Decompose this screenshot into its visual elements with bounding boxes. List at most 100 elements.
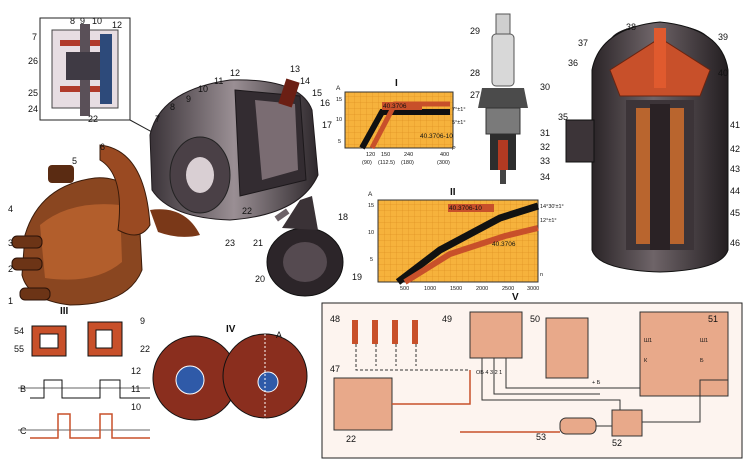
distributor-cross-section-inset — [39, 17, 186, 151]
graph-I-ytick: 10 — [336, 117, 342, 123]
graph-I-xtick-paren: (180) — [401, 160, 414, 166]
angle-label-A: A — [276, 330, 282, 340]
graph-I-xtick: 150 — [381, 152, 390, 158]
graph-II-series-1: 40.3706-10 — [449, 205, 482, 212]
graph-II-xtick: 2500 — [502, 286, 514, 292]
callout: 22 — [242, 206, 252, 216]
callout: 33 — [540, 156, 550, 166]
graph-I-tol-1: 7°±1° — [452, 107, 466, 113]
graph-II-y-letter: A — [368, 191, 373, 198]
graph-II-ytick: 5 — [370, 257, 373, 263]
advance-graph-II: 40.3706-10 40.3706 14°30'±1° 12°±1° A 15… — [368, 191, 564, 292]
callout: 15 — [312, 88, 322, 98]
callout: 44 — [730, 186, 740, 196]
callout: 22 — [346, 434, 356, 444]
vacuum-advance-unit — [266, 196, 344, 297]
callout: 22 — [140, 344, 150, 354]
graph-I-ytick: 5 — [338, 139, 341, 145]
regulator-terminal-sh2: Ш1 — [700, 338, 708, 344]
callout: 10 — [198, 84, 208, 94]
callout: 51 — [708, 314, 718, 324]
graph-I-series-1: 40.3706 — [383, 103, 407, 110]
callout: 20 — [255, 274, 265, 284]
wave-label-C: C — [20, 426, 27, 436]
callout: 28 — [470, 68, 480, 78]
callout: 55 — [14, 344, 24, 354]
section-I: I — [395, 78, 398, 89]
callout: 14 — [300, 76, 310, 86]
callout: 49 — [442, 314, 452, 324]
graph-I-xtick: 120 — [366, 152, 375, 158]
graph-II-xtick: 2000 — [476, 286, 488, 292]
callout: 2 — [8, 264, 13, 274]
callout: 39 — [718, 32, 728, 42]
callout: 12 — [131, 366, 141, 376]
graph-II-series-2: 40.3706 — [492, 241, 516, 248]
callout: 35 — [558, 112, 568, 122]
callout: 36 — [568, 58, 578, 68]
callout: 54 — [14, 326, 24, 336]
distributor-cap — [11, 144, 200, 306]
wiring-schematic-V: V ОБ 4 3 2 1 + Б Ш1 Ш1 К Б — [321, 292, 743, 459]
callout: 3 — [8, 238, 13, 248]
module-terminals: ОБ 4 3 2 1 — [476, 370, 502, 376]
graph-II-xtick: 500 — [400, 286, 409, 292]
callout: 41 — [730, 120, 740, 130]
callout: 48 — [330, 314, 340, 324]
callout: 40 — [718, 68, 728, 78]
distributor-assembly — [149, 78, 319, 221]
callout: 9 — [186, 94, 191, 104]
callout: 24 — [28, 104, 38, 114]
callout: 11 — [131, 384, 140, 394]
callout: 11 — [214, 76, 223, 86]
callout: 5 — [72, 156, 77, 166]
section-II: II — [450, 187, 456, 198]
callout: 50 — [530, 314, 540, 324]
regulator-terminal-b: Б — [700, 358, 704, 364]
callout: 43 — [730, 164, 740, 174]
graph-II-xtick: 1000 — [424, 286, 436, 292]
ignition-coil — [565, 21, 729, 273]
callout: 17 — [322, 120, 332, 130]
callout: 7 — [155, 114, 160, 124]
callout: 25 — [28, 88, 38, 98]
graph-II-ytick: 15 — [368, 203, 374, 209]
callout: 53 — [536, 432, 546, 442]
callout: 6 — [100, 142, 105, 152]
callout: 9 — [80, 16, 85, 26]
callout: 30 — [540, 82, 550, 92]
callout: 19 — [352, 272, 362, 282]
callout: 12 — [230, 68, 240, 78]
graph-I-xtick-paren: (112.5) — [378, 160, 395, 166]
regulator-terminal-k: К — [644, 358, 648, 364]
graph-I-ytick: 15 — [336, 97, 342, 103]
graph-I-y-letter: A — [336, 85, 341, 92]
graph-II-x-letter: n — [540, 272, 543, 278]
graph-I-x-letter: P — [452, 146, 456, 152]
callout: 4 — [8, 204, 13, 214]
callout: 22 — [88, 114, 98, 124]
callout: 37 — [578, 38, 588, 48]
rotor-discs-IV: IV A — [152, 324, 308, 421]
graph-I-xtick: 240 — [404, 152, 413, 158]
graph-I-xtick-paren: (300) — [437, 160, 450, 166]
callout: 8 — [70, 16, 75, 26]
callout: 46 — [730, 238, 740, 248]
spark-plug-row — [352, 320, 418, 344]
callout: 1 — [8, 296, 13, 306]
graph-II-tol-2: 12°±1° — [540, 218, 557, 224]
callout: 34 — [540, 172, 550, 182]
callout: 8 — [170, 102, 175, 112]
callout: 38 — [626, 22, 636, 32]
callout: 10 — [92, 16, 102, 26]
callout: 10 — [131, 402, 141, 412]
wave-label-B: B — [20, 384, 26, 394]
advance-graph-I: 40.3706 40.3706-10 7°±1° 5°±1° A 15 10 5… — [336, 85, 466, 166]
graph-II-ytick: 10 — [368, 230, 374, 236]
graph-I-xtick: 400 — [440, 152, 449, 158]
callout: 12 — [112, 20, 122, 30]
callout: 32 — [540, 142, 550, 152]
spark-plug — [478, 13, 528, 184]
callout: 21 — [253, 238, 263, 248]
